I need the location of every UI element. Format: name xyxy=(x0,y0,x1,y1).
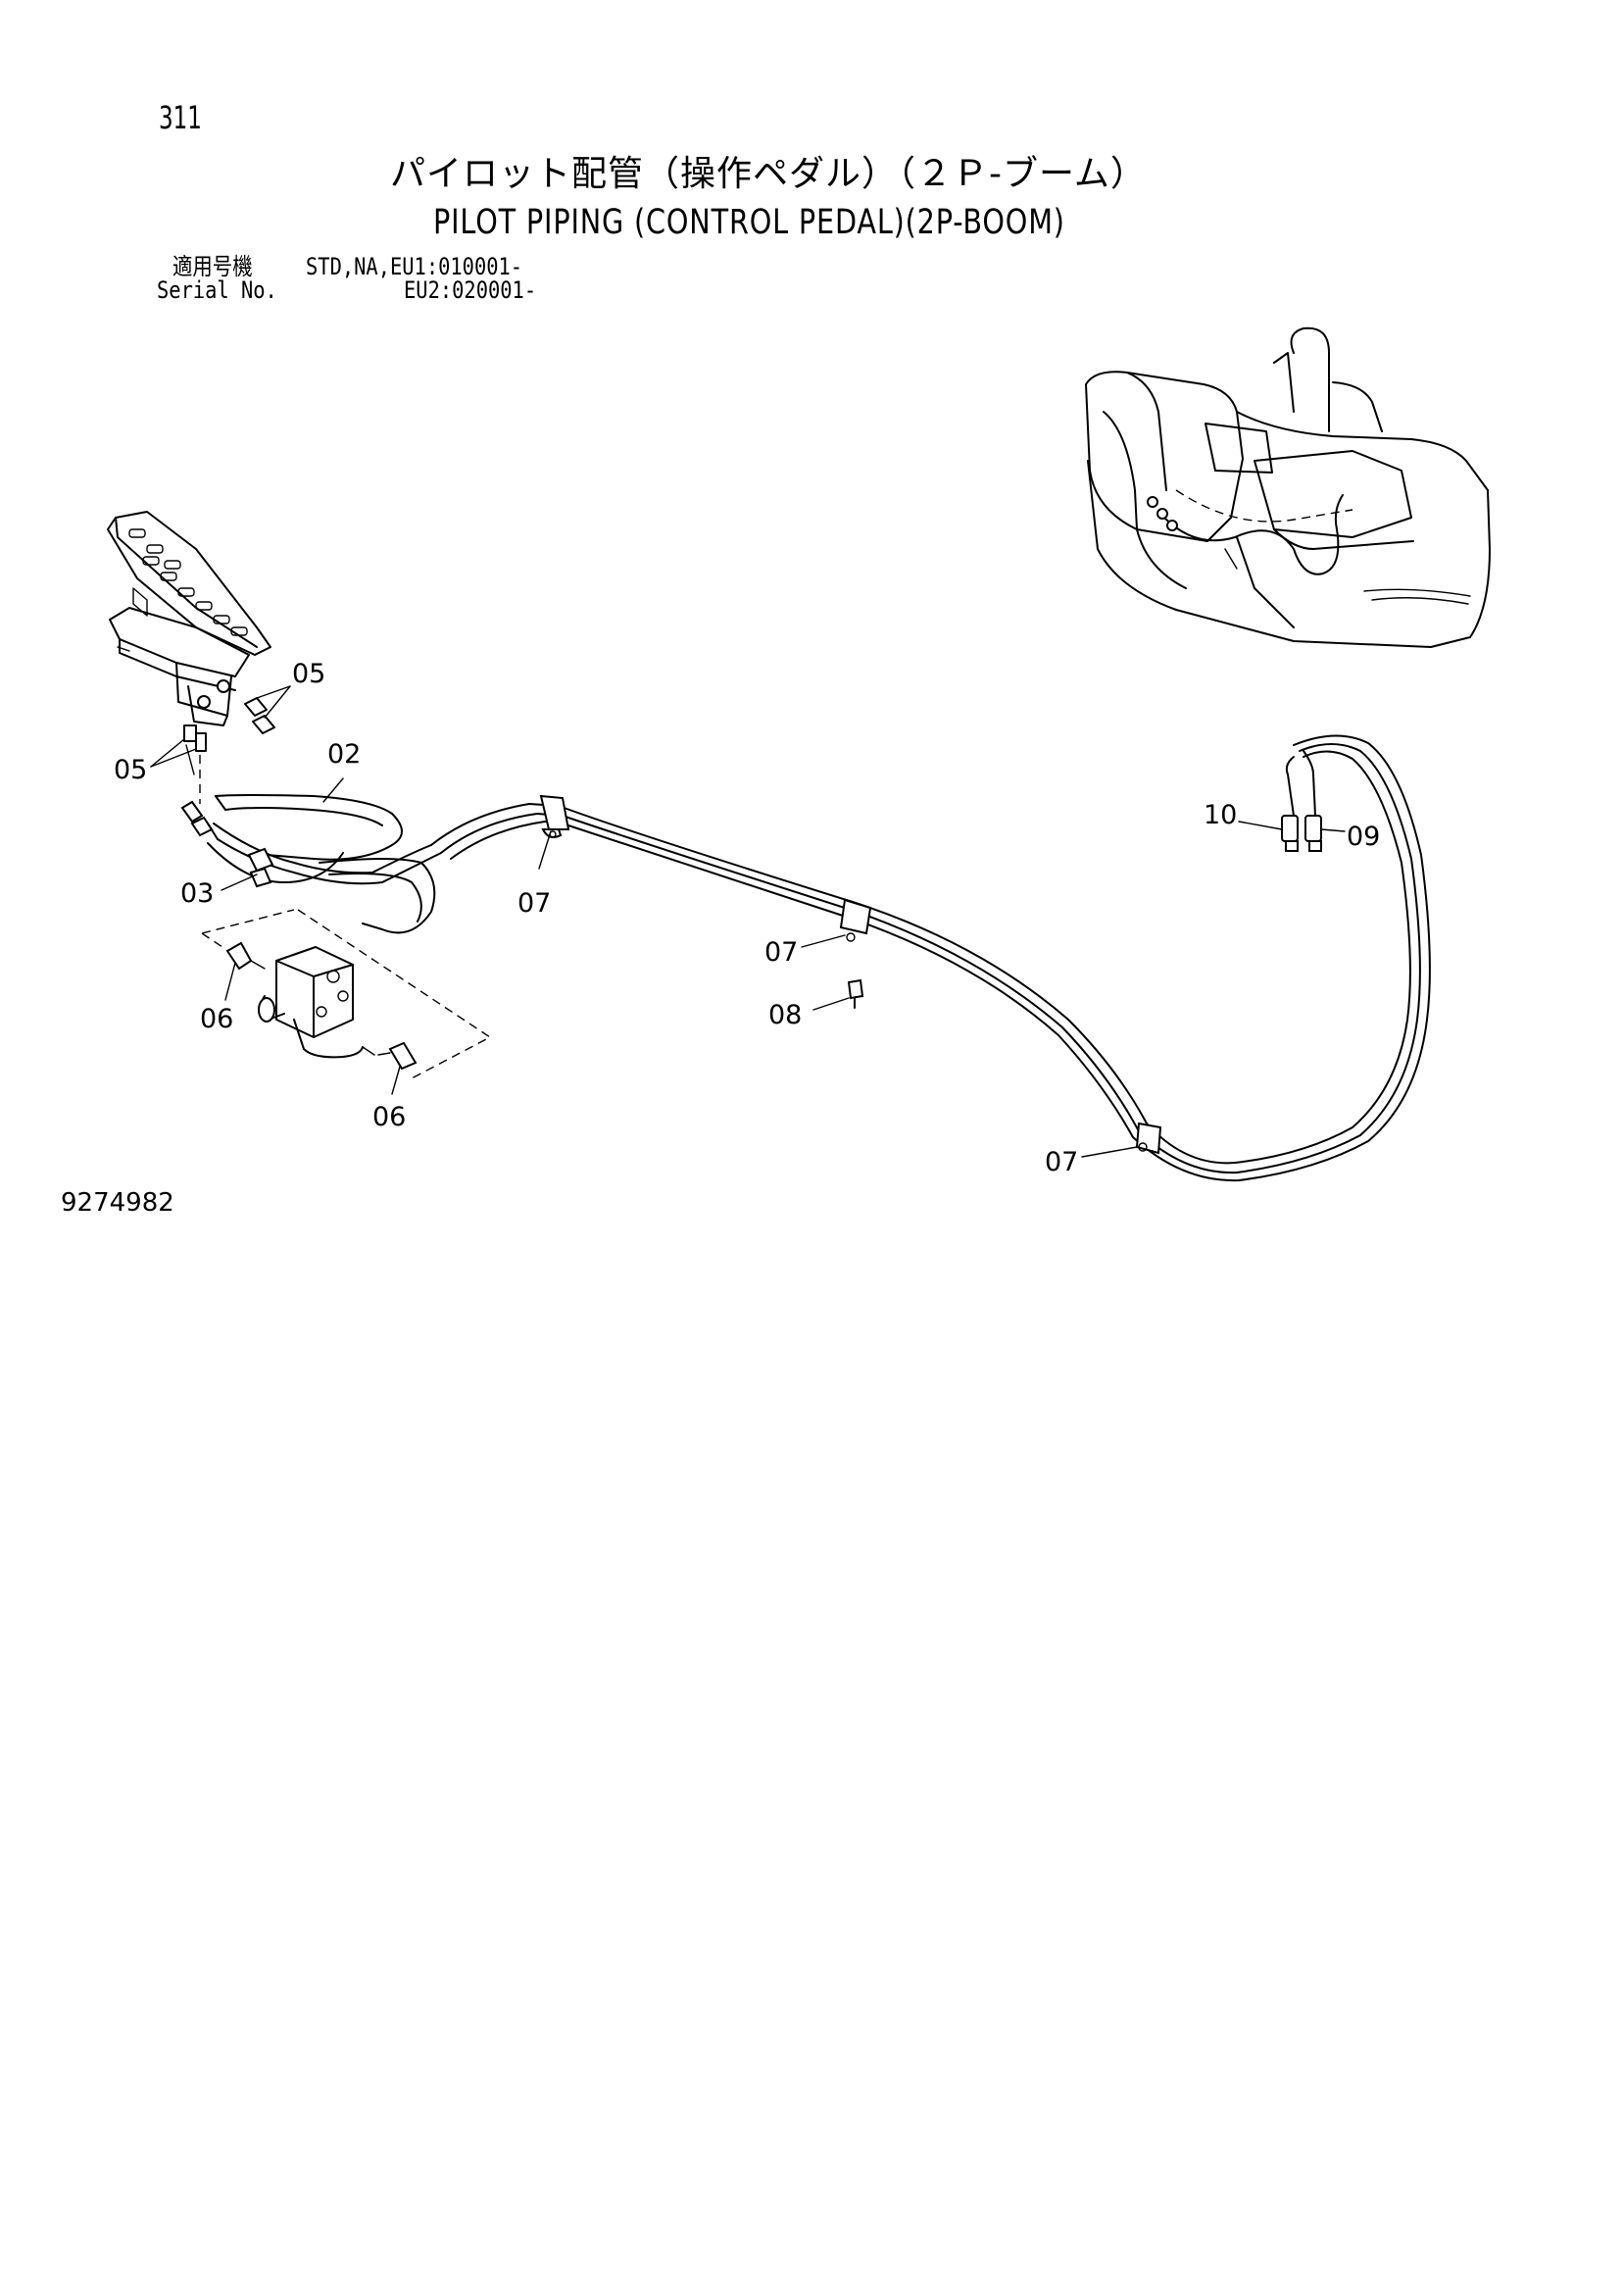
callout-10: 10 xyxy=(1204,800,1237,830)
serial-label-japanese: 適用号機 xyxy=(172,253,253,280)
callout-labels: 05 05 02 03 06 06 07 07 08 07 10 09 xyxy=(114,659,1380,1177)
callout-03: 03 xyxy=(180,878,214,909)
callout-08: 08 xyxy=(768,1000,802,1030)
title-japanese: パイロット配管（操作ペダル）（２Ｐ-ブーム） xyxy=(390,154,1147,194)
callout-06-right: 06 xyxy=(372,1102,406,1132)
drawing-number: 9274982 xyxy=(61,1188,174,1218)
callout-07-b: 07 xyxy=(764,937,798,968)
callout-02: 02 xyxy=(327,739,361,770)
bolt-08 xyxy=(847,978,864,1009)
leader-lines xyxy=(150,685,1346,1158)
callout-05-lower: 05 xyxy=(114,755,147,785)
callout-07-c: 07 xyxy=(1045,1147,1078,1177)
pilot-hoses-02 xyxy=(207,734,1431,1182)
shuttle-valve-block xyxy=(201,909,492,1079)
title-english: PILOT PIPING (CONTROL PEDAL)(2P-BOOM) xyxy=(433,203,1065,242)
adapters-09-10 xyxy=(1281,815,1322,852)
clamps-07 xyxy=(539,794,1162,1155)
callout-06-left: 06 xyxy=(200,1004,233,1034)
serial-value-2: EU2:020001- xyxy=(404,276,537,304)
hoses-03 xyxy=(180,795,274,888)
callout-07-a: 07 xyxy=(517,888,551,919)
serial-value-1: STD,NA,EU1:010001- xyxy=(306,253,523,280)
serial-label-english: Serial No. xyxy=(157,276,277,304)
fittings-05 xyxy=(183,697,275,804)
callout-09: 09 xyxy=(1347,822,1380,852)
page-number: 311 xyxy=(159,99,202,136)
excavator-overview-illustration xyxy=(1085,326,1491,648)
callout-05-upper: 05 xyxy=(292,659,325,689)
control-pedal-illustration xyxy=(107,511,271,726)
